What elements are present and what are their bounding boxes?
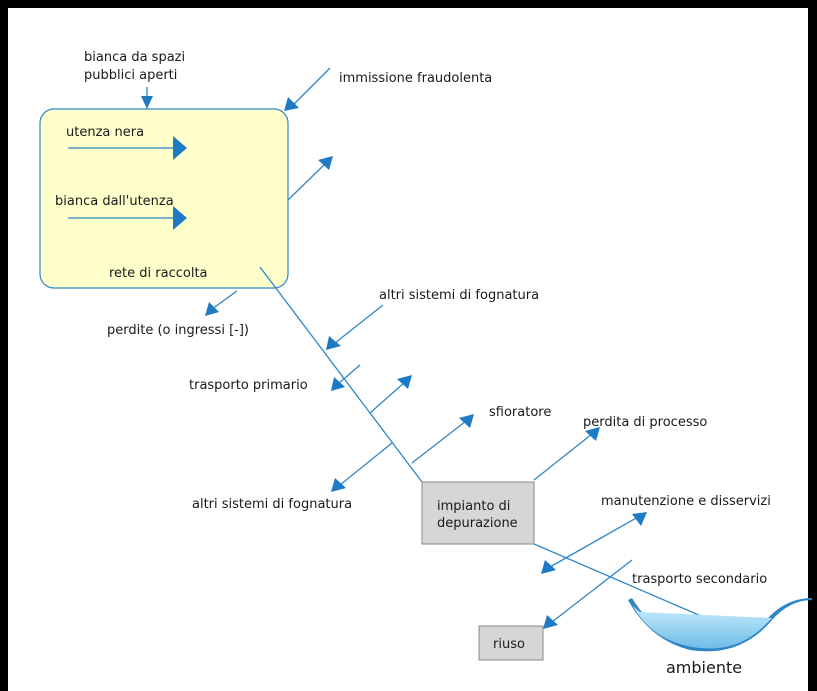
- collection-network-box: [39, 108, 289, 289]
- label-other-sewers-in: altri sistemi di fognatura: [379, 288, 539, 303]
- primary-transport-arrowhead: [331, 377, 345, 391]
- label-collection-network: rete di raccolta: [109, 266, 208, 281]
- environment-water: [633, 606, 772, 649]
- other-sewer-outflow-arrowhead: [331, 478, 346, 492]
- public-space-inflow-arrowhead: [141, 96, 153, 109]
- label-treatment-plant-line2: depurazione: [437, 516, 518, 531]
- maintenance-arrowhead: [632, 512, 647, 526]
- other-sewer-inflow-arrowhead: [326, 336, 341, 350]
- other-sewer-inflow-line: [334, 304, 384, 344]
- secondary-transport-line: [533, 543, 716, 623]
- user-white-water-arrowhead: [173, 206, 187, 230]
- pipeline-outflow-line: [369, 381, 406, 414]
- label-process-loss: perdita di processo: [583, 415, 707, 430]
- label-black-water: utenza nera: [66, 125, 144, 140]
- label-secondary-transport: trasporto secondario: [632, 572, 767, 587]
- overflow-line: [411, 420, 467, 464]
- losses-line: [211, 290, 238, 310]
- label-environment: ambiente: [666, 658, 742, 677]
- maintenance-line: [549, 516, 639, 568]
- label-fraudulent-inflow: immissione fraudolenta: [339, 71, 492, 86]
- primary-transport-line: [337, 364, 361, 385]
- overflow-arrowhead: [459, 414, 474, 428]
- fraudulent-inflow-arrowhead: [284, 97, 299, 111]
- network-outflow-arrowhead: [318, 156, 333, 170]
- label-reuse: riuso: [493, 637, 525, 652]
- process-loss-arrowhead: [585, 427, 600, 441]
- reuse-box: [478, 625, 544, 661]
- black-water-arrowhead: [173, 136, 187, 160]
- label-other-sewers-out: altri sistemi di fognatura: [192, 497, 352, 512]
- fraudulent-inflow-line: [291, 67, 331, 107]
- label-public-spaces-line2: pubblici aperti: [84, 68, 177, 83]
- main-pipeline: [259, 266, 423, 483]
- network-outflow-line: [287, 162, 327, 201]
- losses-arrowhead: [205, 302, 219, 316]
- reuse-line: [551, 559, 633, 623]
- pipeline-outflow-arrowhead: [397, 375, 412, 389]
- process-loss-line: [533, 433, 593, 481]
- other-sewer-outflow-line: [339, 442, 393, 486]
- label-overflow: sfioratore: [489, 405, 551, 420]
- label-losses: perdite (o ingressi [-]): [107, 323, 249, 338]
- label-primary-transport: trasporto primario: [189, 378, 308, 393]
- treatment-plant-box: [421, 481, 535, 545]
- maintenance-return-arrowhead: [541, 560, 556, 574]
- label-maintenance: manutenzione e disservizi: [601, 494, 771, 509]
- label-user-white-water: bianca dall'utenza: [55, 194, 174, 209]
- reuse-arrowhead: [543, 615, 558, 629]
- label-treatment-plant-line1: impianto di: [437, 499, 510, 514]
- label-public-spaces-line1: bianca da spazi: [84, 50, 185, 65]
